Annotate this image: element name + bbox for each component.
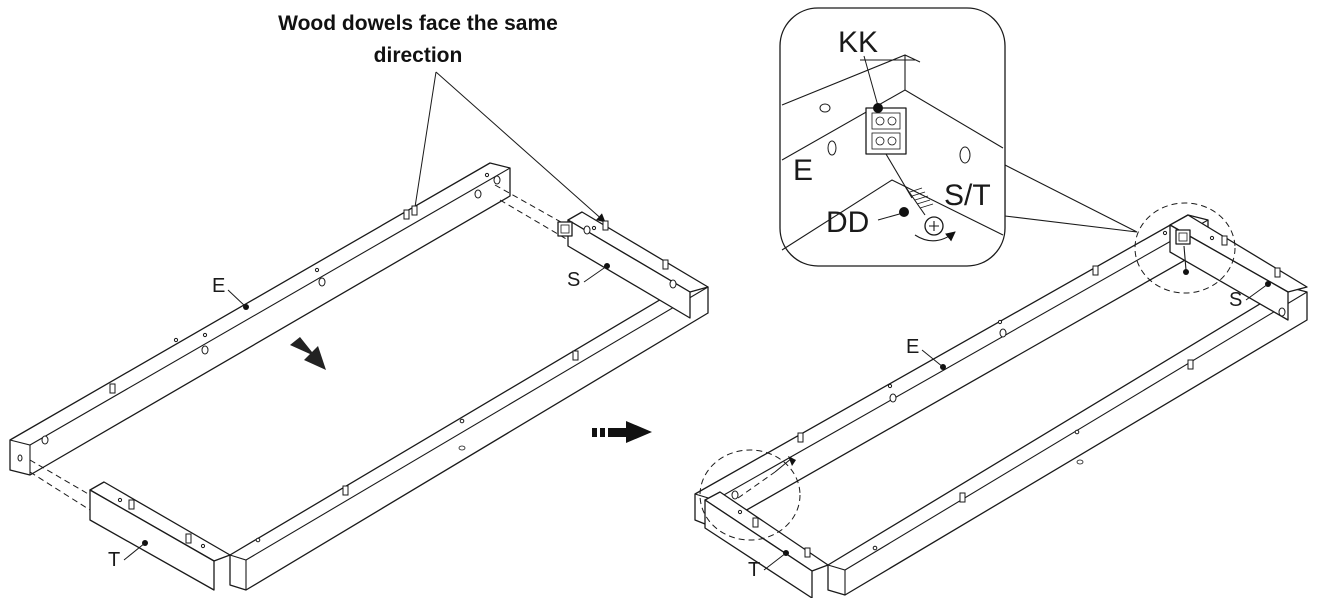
- rail-t-right: [704, 491, 829, 598]
- label-rail-t: T: [108, 549, 120, 571]
- rail-t-left: [89, 481, 231, 591]
- step-after-assembly: E S T: [694, 7, 1308, 598]
- label-dd: DD: [826, 206, 869, 239]
- label-rail-t-assembled: T: [748, 559, 760, 581]
- zoom-connector-lines: [1004, 164, 1138, 233]
- zoom-detail-panel: KK E S/T DD: [779, 7, 1006, 267]
- screw-dd-zoom: [904, 185, 944, 236]
- arrow-right-down-icon: [290, 337, 326, 370]
- label-rail-s: S: [567, 269, 580, 291]
- rail-e-left: [9, 162, 511, 476]
- detail-circle-front: [699, 449, 801, 541]
- step-before-assembly: Wood dowels face the same direction: [9, 12, 709, 591]
- connection-lines-front: [29, 459, 91, 511]
- label-zoom-st: S/T: [944, 179, 991, 212]
- callout-arrow-right: [435, 71, 606, 223]
- label-rail-e: E: [212, 275, 225, 297]
- detail-circle-back: [1134, 202, 1236, 294]
- bracket-kk-right: [1175, 229, 1191, 275]
- dashed-arrow-right-icon: [592, 421, 652, 443]
- rotate-clockwise-icon: [914, 231, 956, 242]
- label-zoom-e: E: [793, 154, 813, 187]
- label-rail-e-assembled: E: [906, 336, 919, 358]
- rail-front-left: [229, 281, 709, 591]
- connection-lines-back: [494, 184, 569, 241]
- callout-line-1: Wood dowels face the same: [278, 12, 558, 35]
- screw-dd-front: [731, 456, 796, 500]
- rail-s-right: [1162, 214, 1308, 321]
- callout-line-2: direction: [374, 44, 463, 67]
- bracket-kk-left: [557, 221, 573, 237]
- label-kk: KK: [838, 26, 878, 59]
- rail-front-right: [827, 286, 1308, 596]
- callout-arrow-left: [409, 71, 437, 221]
- label-rail-s-assembled: S: [1229, 289, 1242, 311]
- rail-s-left: [567, 211, 709, 319]
